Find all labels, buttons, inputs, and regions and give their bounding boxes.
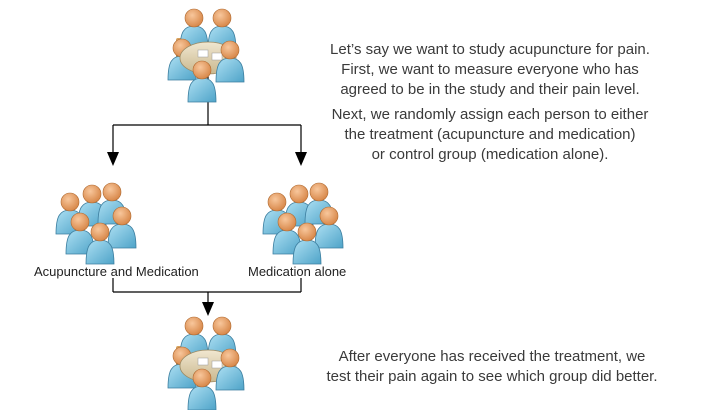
control-group-label: Medication alone: [248, 264, 347, 279]
left-arrowhead: [107, 152, 119, 166]
right-arrowhead: [295, 152, 307, 166]
intro-line: agreed to be in the study and their pain…: [340, 81, 640, 98]
arrowheads: [107, 152, 307, 316]
bottom-arrowhead: [202, 302, 214, 316]
assignment-line: or control group (medication alone).: [371, 146, 609, 163]
intro-paragraph: Let’s say we want to study acupuncture f…: [290, 40, 690, 100]
treatment-group-label: Acupuncture and Medication: [34, 264, 199, 279]
intro-line: First, we want to measure everyone who h…: [341, 61, 639, 78]
intro-line: Let’s say we want to study acupuncture f…: [330, 41, 650, 58]
outcome-paragraph: After everyone has received the treatmen…: [282, 347, 702, 387]
assignment-line: the treatment (acupuncture and medicatio…: [344, 126, 636, 143]
meeting-table-icon-top: [168, 9, 244, 102]
people-group-icon-control: [263, 183, 343, 264]
people-group-icon-treatment: [56, 183, 136, 264]
assignment-paragraph: Next, we randomly assign each person to …: [290, 105, 690, 165]
meeting-table-icon-bottom: [168, 317, 244, 410]
assignment-line: Next, we randomly assign each person to …: [331, 106, 649, 123]
flow-lines: [112, 68, 302, 304]
outcome-line: After everyone has received the treatmen…: [338, 348, 646, 365]
outcome-line: test their pain again to see which group…: [326, 368, 658, 385]
